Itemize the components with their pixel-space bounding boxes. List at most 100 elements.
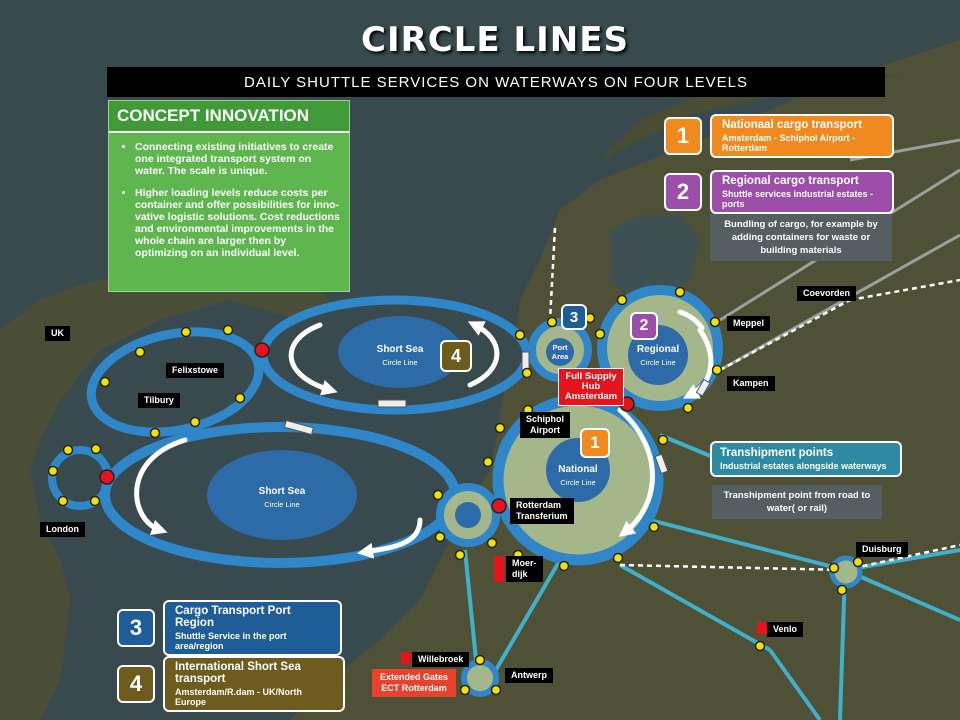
stop-dot-icon bbox=[648, 521, 660, 533]
ring-label: Area bbox=[551, 352, 569, 361]
stop-dot-icon bbox=[490, 684, 502, 696]
willebroek-marker bbox=[401, 652, 411, 664]
shortsea-upper-inner bbox=[338, 316, 462, 388]
barge-icon bbox=[377, 399, 407, 408]
place-felixstowe: Felixstowe bbox=[166, 363, 225, 378]
concept-bullet: Higher loading levels reduce costs per c… bbox=[135, 187, 341, 259]
ring-number-2: 2 bbox=[630, 312, 658, 340]
transhipment-box: Transhipment points Industrial estates a… bbox=[710, 441, 902, 477]
place-line: Airport bbox=[530, 425, 560, 435]
legend-sub: Amsterdam - Schiphol Airport - Rotterdam bbox=[722, 133, 856, 153]
stop-dot-icon bbox=[521, 367, 533, 379]
concept-heading: CONCEPT INNOVATION bbox=[109, 101, 349, 133]
arrow-clockwise-icon bbox=[357, 517, 423, 559]
port-inner bbox=[546, 338, 574, 366]
place-moerdijk: Moer- dijk bbox=[506, 556, 543, 582]
stop-dot-icon bbox=[828, 562, 840, 574]
stop-dot-icon bbox=[836, 584, 848, 596]
place-antwerp: Antwerp bbox=[505, 668, 553, 683]
stop-dot-icon bbox=[494, 422, 506, 434]
bundling-note: Bundling of cargo, for example by adding… bbox=[710, 214, 892, 261]
uk-land bbox=[0, 250, 330, 720]
legend-box: Nationaal cargo transport Amsterdam - Sc… bbox=[710, 114, 894, 158]
stop-dot-icon bbox=[612, 552, 624, 564]
ring-label: Short Sea bbox=[376, 344, 424, 355]
stop-dot-icon bbox=[57, 495, 69, 507]
legend-number: 4 bbox=[117, 665, 155, 703]
ring-number-3: 3 bbox=[561, 304, 587, 330]
stop-dot-icon bbox=[558, 560, 570, 572]
hub-line: Hub bbox=[581, 381, 601, 392]
transhipment-road-note: Transhipment point from road to water( o… bbox=[712, 485, 882, 519]
place-line: Rotterdam bbox=[516, 500, 562, 510]
felixstowe-ring bbox=[86, 327, 264, 437]
stop-dot-icon bbox=[514, 329, 526, 341]
arrow-clockwise-icon bbox=[288, 322, 338, 396]
moerdijk-marker bbox=[494, 556, 504, 582]
arrow-clockwise-icon bbox=[467, 321, 500, 388]
rotterdam-inner bbox=[455, 502, 481, 528]
stop-dot-icon bbox=[709, 316, 721, 328]
stop-dot-icon bbox=[180, 326, 192, 338]
place-line: Moer- bbox=[512, 558, 537, 568]
barge-icon bbox=[521, 351, 530, 371]
ring-label: Port bbox=[552, 343, 568, 352]
stop-dot-icon bbox=[616, 294, 628, 306]
ring-label: Regional bbox=[636, 344, 680, 355]
hub-dot-icon bbox=[254, 342, 270, 358]
legend-shortsea: 4 International Short Sea transport Amst… bbox=[117, 656, 345, 712]
concept-panel: CONCEPT INNOVATION Connecting existing i… bbox=[108, 100, 350, 292]
ext-line: Extended Gates bbox=[379, 672, 449, 682]
legend-number: 3 bbox=[117, 609, 155, 647]
place-venlo: Venlo bbox=[767, 622, 804, 637]
ring-sublabel: Circle Line bbox=[640, 358, 676, 367]
arrow-clockwise-icon bbox=[677, 309, 705, 331]
ring-label: Short Sea bbox=[258, 486, 306, 497]
place-uk: UK bbox=[45, 326, 70, 341]
stop-dot-icon bbox=[594, 328, 606, 340]
legend-port: 3 Cargo Transport Port Region Shuttle Se… bbox=[117, 600, 342, 656]
legend-title: Cargo Transport Port Region bbox=[175, 605, 291, 629]
stop-dot-icon bbox=[657, 434, 669, 446]
stop-dot-icon bbox=[149, 427, 161, 439]
shortsea-lower-label: Short Sea Circle Line bbox=[242, 485, 322, 511]
stop-dot-icon bbox=[754, 640, 766, 652]
arrow-clockwise-icon bbox=[682, 327, 714, 399]
place-meppel: Meppel bbox=[727, 316, 771, 331]
barge-icon bbox=[283, 419, 314, 436]
place-kampen: Kampen bbox=[727, 376, 775, 391]
concept-bullet: Connecting existing initiatives to creat… bbox=[135, 141, 341, 177]
hub-dot-icon bbox=[491, 498, 507, 514]
stop-dot-icon bbox=[474, 654, 486, 666]
barge-icon bbox=[654, 453, 669, 475]
shortsea-upper-label: Short Sea Circle Line bbox=[362, 343, 438, 369]
legend-title: Nationaal cargo transport bbox=[722, 119, 862, 131]
legend-box: Cargo Transport Port Region Shuttle Serv… bbox=[163, 600, 342, 656]
concept-bullets: Connecting existing initiatives to creat… bbox=[109, 141, 349, 259]
hub-line: Full Supply bbox=[565, 371, 617, 382]
page-subtitle: DAILY SHUTTLE SERVICES ON WATERWAYS ON F… bbox=[107, 67, 885, 97]
venlo-marker bbox=[757, 622, 767, 634]
inland-routes bbox=[463, 433, 960, 720]
stop-dot-icon bbox=[234, 392, 246, 404]
stop-dot-icon bbox=[674, 286, 686, 298]
arrow-clockwise-icon bbox=[134, 437, 188, 536]
legend-sub: Shuttle Service in the port area/region bbox=[175, 631, 287, 651]
regional-inner bbox=[628, 325, 688, 385]
stop-dot-icon bbox=[89, 495, 101, 507]
place-coevorden: Coevorden bbox=[797, 286, 857, 301]
regional-label: Regional Circle Line bbox=[628, 343, 688, 369]
ijsselmeer bbox=[610, 215, 700, 300]
barge-icon bbox=[695, 378, 711, 397]
ring-sublabel: Circle Line bbox=[560, 478, 596, 487]
stop-dot-icon bbox=[62, 444, 74, 456]
ext-line: ECT Rotterdam bbox=[381, 683, 447, 693]
legend-number: 2 bbox=[664, 173, 702, 211]
rail-lines bbox=[548, 227, 960, 572]
ring-number-1: 1 bbox=[580, 428, 610, 458]
legend-box: Regional cargo transport Shuttle service… bbox=[710, 170, 894, 214]
stop-dot-icon bbox=[486, 537, 498, 549]
ring-sublabel: Circle Line bbox=[264, 500, 300, 509]
legend-title: Regional cargo transport bbox=[722, 175, 859, 187]
place-schiphol: Schiphol Airport bbox=[520, 412, 570, 438]
